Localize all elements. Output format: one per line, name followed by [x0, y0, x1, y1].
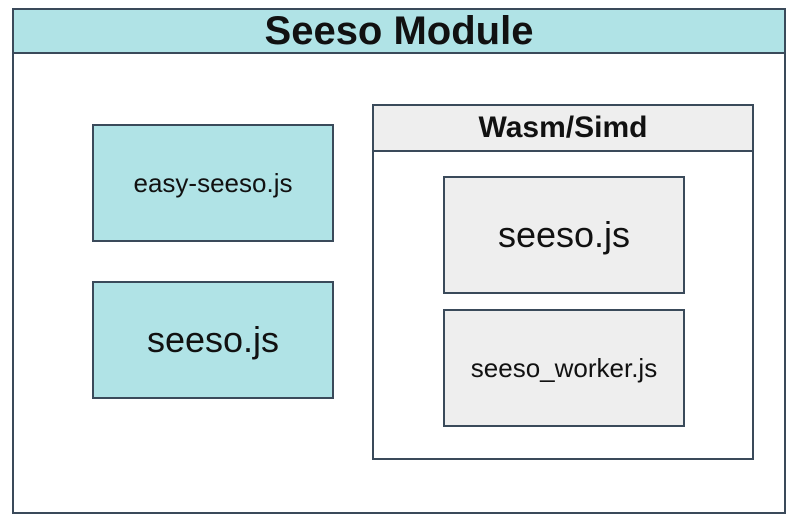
wasm-seeso-js-box: seeso.js	[443, 176, 685, 294]
seeso-module-title: Seeso Module	[14, 9, 784, 54]
wasm-simd-title: Wasm/Simd	[374, 106, 752, 152]
seeso-js-box: seeso.js	[92, 281, 334, 399]
seeso-worker-js-box: seeso_worker.js	[443, 309, 685, 427]
easy-seeso-js-box: easy-seeso.js	[92, 124, 334, 242]
